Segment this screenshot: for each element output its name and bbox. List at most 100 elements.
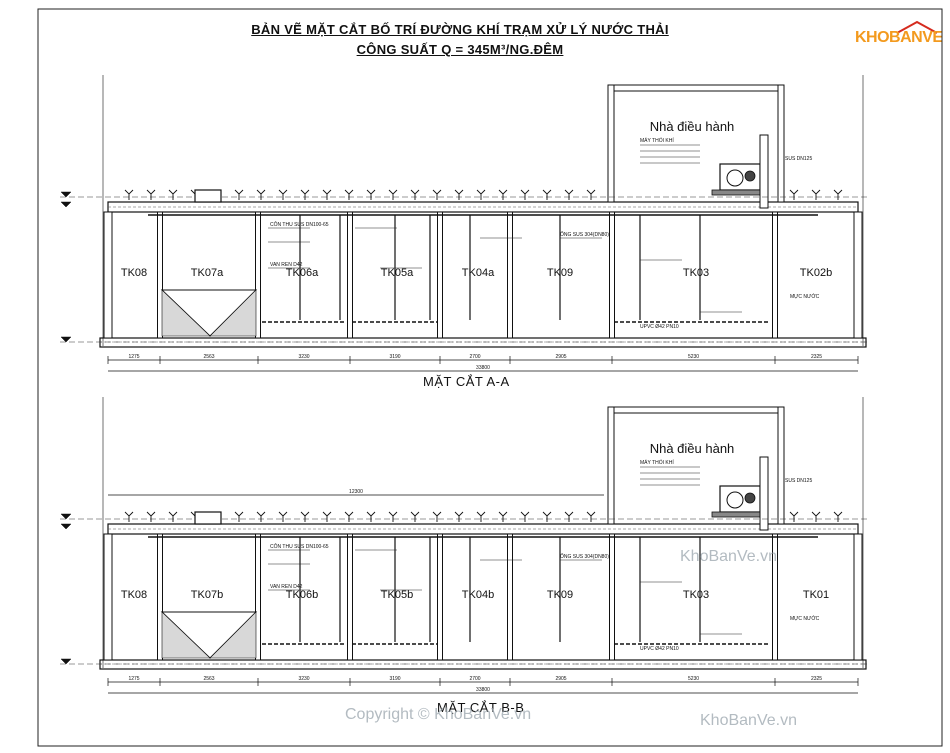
railing-mark [410, 189, 420, 200]
label-pipe-tee: ỐNG SUS 304(DN80) [560, 553, 609, 560]
building-wall-left [607, 84, 615, 203]
label-valve: VAN REN D42 [270, 584, 303, 590]
railing-mark [542, 511, 552, 522]
tank-label: TK06b [286, 589, 318, 601]
drawing-title: BẢN VẼ MẶT CẮT BỐ TRÍ ĐƯỜNG KHÍ TRẠM XỬ … [251, 22, 669, 37]
blower-motor [726, 169, 744, 187]
railing-mark [833, 189, 843, 200]
dimension-value: 3230 [298, 354, 309, 360]
tank-label: TK04a [462, 267, 495, 279]
level-marker-icon [60, 191, 72, 198]
watermark-3: KhoBanVe.vn [700, 712, 797, 729]
brick-right [209, 289, 257, 337]
label-upvc: UPVC Ø42 PN10 [640, 324, 679, 330]
building-wall-right [777, 406, 785, 525]
tank-wall [772, 533, 778, 661]
tank-wall [157, 533, 163, 661]
tank-wall [103, 533, 113, 661]
railing-mark [256, 189, 266, 200]
railing-mark [542, 189, 552, 200]
building-roof [607, 406, 785, 414]
house-roof-icon [896, 20, 938, 34]
tank-label: TK04b [462, 589, 494, 601]
railing-mark [811, 189, 821, 200]
railing-mark [278, 511, 288, 522]
drawing-subtitle: CÔNG SUẤT Q = 345M³/NG.ĐÊM [356, 42, 564, 57]
tank-label: TK06a [286, 267, 319, 279]
label-upvc: UPVC Ø42 PN10 [640, 646, 679, 652]
air-riser [759, 134, 769, 209]
railing-mark [789, 189, 799, 200]
railing-mark [586, 189, 596, 200]
railing-mark [432, 511, 442, 522]
tank-wall [609, 533, 615, 661]
railing-mark [322, 189, 332, 200]
air-riser [759, 456, 769, 531]
dimension-value: 2700 [469, 676, 480, 682]
railing-mark [564, 511, 574, 522]
railing-mark [476, 511, 486, 522]
logo-text: KHOBANVE [855, 29, 943, 46]
label-pipe-main: SUS DN125 [785, 156, 812, 162]
railing-mark [278, 189, 288, 200]
label-water-level: MỰC NƯỚC [790, 293, 820, 300]
label-pipe-tee: ỐNG SUS 304(DN80) [560, 231, 609, 238]
brick-left [161, 289, 211, 337]
railing-mark [344, 511, 354, 522]
railing-mark [498, 189, 508, 200]
level-marker-icon [60, 336, 72, 343]
tank-label: TK07b [191, 589, 223, 601]
dimension-value: 2563 [203, 354, 214, 360]
dimension-value: 5230 [688, 676, 699, 682]
bottom-slab [99, 337, 867, 348]
blower-fan [744, 170, 756, 182]
railing-mark [300, 189, 310, 200]
tank-wall [255, 533, 261, 661]
label-blower: MÁY THỔI KHÍ [640, 137, 674, 144]
tank-wall [103, 211, 113, 339]
brick-right [209, 611, 257, 659]
level-marker-icon [60, 523, 72, 530]
tank-wall [853, 211, 863, 339]
railing-mark [388, 189, 398, 200]
railing-mark [234, 189, 244, 200]
level-marker-icon [60, 658, 72, 665]
railing-mark [454, 511, 464, 522]
tank-label: TK03 [683, 267, 709, 279]
label-collector: CÔN THU SUS DN100-65 [270, 543, 329, 550]
tank-wall [347, 211, 353, 339]
building-label: Nhà điều hành [650, 119, 735, 134]
tank-wall [437, 211, 443, 339]
railing-mark [234, 511, 244, 522]
railing-mark [124, 511, 134, 522]
tank-label: TK03 [683, 589, 709, 601]
label-blower: MÁY THỔI KHÍ [640, 459, 674, 466]
tank-label: TK02b [800, 267, 832, 279]
dimension-value: 3230 [298, 676, 309, 682]
dimension-value: 2700 [469, 354, 480, 360]
dimension-value: 5230 [688, 354, 699, 360]
section-b-caption: MẶT CẮT B-B [437, 700, 525, 715]
tank-label: TK09 [547, 589, 573, 601]
total-dimension: 33800 [476, 365, 490, 371]
brand-logo: KHOBANVE [855, 20, 945, 56]
dimension-value: 1275 [128, 676, 139, 682]
railing-mark [454, 189, 464, 200]
railing-mark [811, 511, 821, 522]
tank-wall [255, 211, 261, 339]
tank-wall [157, 211, 163, 339]
railing-mark [498, 511, 508, 522]
railing-mark [124, 189, 134, 200]
building-label: Nhà điều hành [650, 441, 735, 456]
railing-mark [476, 189, 486, 200]
tank-wall [853, 533, 863, 661]
tank-label: TK08 [121, 267, 147, 279]
railing-mark [586, 511, 596, 522]
tank-wall [437, 533, 443, 661]
railing-mark [366, 511, 376, 522]
tank-label: TK05a [381, 267, 414, 279]
watermark-2: Copyright © KhoBanVe.vn [345, 706, 532, 723]
dimension-value: 2325 [811, 354, 822, 360]
